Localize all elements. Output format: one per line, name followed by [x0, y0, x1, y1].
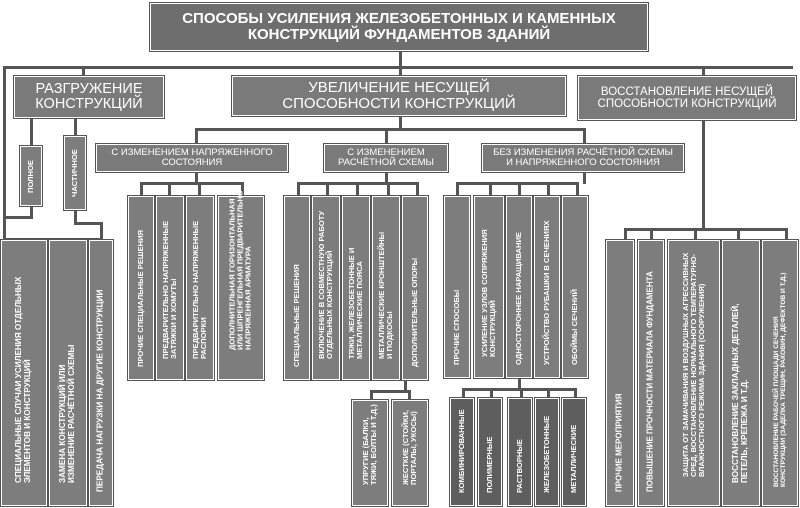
scheme-leaf-belts-l2: МЕТАЛЛИЧЕСКИЕ ПОЯСА [355, 260, 364, 359]
scheme-leaf-joint-l2: ОТДЕЛЬНЫХ КОНСТРУКЦИЙ [325, 250, 334, 359]
material-metal-label: МЕТАЛЛИЧЕСКИЕ [568, 424, 578, 493]
sub-none-line2: И НАПРЯЖЕННОГО СОСТОЯНИЯ [506, 157, 660, 168]
none-leaf-jacket: УСТРОЙСТВО РУБАШКИ В СЕЧЕНИЯХ [533, 195, 561, 379]
material-metal: МЕТАЛЛИЧЕСКИЕ [561, 397, 587, 507]
material-polymer: ПОЛИМЕРНЫЕ [477, 397, 503, 507]
sub-none: БЕЗ ИЗМЕНЕНИЯ РАСЧЁТНОЙ СХЕМЫ И НАПРЯЖЕН… [481, 143, 685, 173]
material-concrete: ЖЕЛЕЗОБЕТОННЫЕ [534, 397, 560, 507]
material-combined: КОМБИНИРОВАННЫЕ [449, 397, 475, 507]
category-restore-line2: СПОСОБНОСТИ КОНСТРУКЦИЙ [597, 98, 777, 110]
unload-partial-label: ЧАСТИЧНОЕ [69, 148, 79, 197]
stress-leaf-rebar-l3: НАПРЯЖЕННАЯ АРМАТУРА [244, 246, 254, 351]
restore-leaf-other-l1: ПРОЧИЕ МЕРОПРИЯТИЯ [614, 393, 624, 493]
restore-leaf-embedded: ВОССТАНОВЛЕНИЕ ЗАКЛАДНЫХ ДЕТАЛЕЙ, ПЕТЕЛЬ… [721, 239, 761, 507]
scheme-leaf-brackets: МЕТАЛЛИЧЕСКИЕ КРОНШТЕЙНЫ И ПОДКОСЫ [371, 195, 401, 381]
sub-stress-line2: СОСТОЯНИЯ [161, 157, 223, 168]
sub-scheme-line2: РАСЧЁТНОЙ СХЕМЫ [338, 157, 434, 168]
unload-leaf-special: СПЕЦИАЛЬНЫЕ СЛУЧАИ УСИЛЕНИЯ ОТДЕЛЬНЫХ ЭЛ… [0, 239, 48, 507]
none-leaf-cages: ОБОЙМЫ СЕЧЕНИЙ [561, 195, 589, 379]
stress-leaf-ties-l2: ЗАТЯЖКИ И ХОМУТЫ [169, 278, 178, 359]
category-unload-line1: РАЗГРУЖЕНИЕ [35, 80, 143, 97]
category-increase: УВЕЛИЧЕНИЕ НЕСУЩЕЙ СПОСОБНОСТИ КОНСТРУКЦ… [231, 75, 567, 117]
stress-leaf-rebar: ДОПОЛНИТЕЛЬНАЯ ГОРИЗОНТАЛЬНАЯ ИЛИ ШПРЕНГ… [217, 191, 265, 381]
scheme-leaf-special: СПЕЦИАЛЬНЫЕ РЕШЕНИЯ [283, 195, 311, 381]
scheme-leaf-belts: ТЯЖИ, ЖЕЛЕЗОБЕТОННЫЕ И МЕТАЛЛИЧЕСКИЕ ПОЯ… [341, 195, 371, 381]
restore-leaf-strength: ПОВЫШЕНИЕ ПРОЧНОСТИ МАТЕРИАЛА ФУНДАМЕНТА [637, 239, 665, 507]
support-elastic: УПРУГИЕ (БАЛКИ, ТЯЖИ, БОЛТЫ И Т.Д.) [351, 399, 389, 507]
unload-leaf-special-l2: ЭЛЕМЕНТОВ И КОНСТРУКЦИЙ [23, 359, 32, 484]
support-elastic-l2: ТЯЖИ, БОЛТЫ И Т.Д.) [369, 403, 378, 485]
stress-leaf-other: ПРОЧИЕ СПЕЦИАЛЬНЫЕ РЕШЕНИЯ [127, 195, 155, 381]
none-leaf-cages-l1: ОБОЙМЫ СЕЧЕНИЙ [569, 288, 579, 365]
sub-stress: С ИЗМЕНЕНИЕМ НАПРЯЖЕННОГО СОСТОЯНИЯ [95, 143, 289, 173]
unload-full-label: ПОЛНОЕ [25, 159, 35, 193]
none-leaf-other-l1: ПРОЧИЕ СПОСОБЫ [451, 289, 461, 365]
restore-leaf-other: ПРОЧИЕ МЕРОПРИЯТИЯ [605, 239, 635, 507]
restore-leaf-section-l2: КОНСТРУКЦИИ (ЗАДЕЛКА ТРЕЩИН, РАКОВИН, ДЕ… [780, 272, 787, 487]
support-rigid-l2: ПОРТАЛЫ, УКОСЫ) [409, 410, 418, 485]
material-mortar: РАСТВОРНЫЕ [507, 397, 533, 507]
material-mortar-label: РАСТВОРНЫЕ [514, 438, 524, 493]
restore-leaf-protection-l3: ВЛАЖНОСТНОГО РЕЖИМА ЗДАНИЯ (СООРУЖЕНИЯ) [696, 283, 706, 478]
category-unload-line2: КОНСТРУКЦИЙ [35, 96, 143, 112]
scheme-leaf-brackets-l2: И ПОДКОСЫ [385, 310, 394, 359]
restore-leaf-section: ВОССТАНОВЛЕНИЕ РАБОЧЕЙ ПЛОЩАДИ СЕЧЕНИЯ К… [761, 239, 799, 507]
category-restore: ВОССТАНОВЛЕНИЕ НЕСУЩЕЙ СПОСОБНОСТИ КОНСТ… [577, 75, 797, 121]
unload-full: ПОЛНОЕ [19, 145, 43, 207]
none-leaf-buildup-l1: ОДНОСТОРОННЕЕ НАРАЩИВАНИЕ [513, 231, 523, 365]
sub-scheme-line1: С ИЗМЕНЕНИЕМ [347, 147, 425, 159]
unload-leaf-transfer: ПЕРЕДАЧА НАГРУЗКИ НА ДРУГИЕ КОНСТРУКЦИИ [88, 239, 114, 507]
unload-leaf-replace: ЗАМЕНА КОНСТРУКЦИЙ ИЛИ ИЗМЕНЕНИЕ РАСЧЁТН… [48, 239, 88, 507]
restore-leaf-section-l1: ВОССТАНОВЛЕНИЕ РАБОЧЕЙ ПЛОЩАДИ СЕЧЕНИЯ [772, 316, 780, 487]
unload-partial: ЧАСТИЧНОЕ [63, 135, 87, 211]
restore-leaf-protection: ЗАЩИТА ОТ ЗАМАЧИВАНИЯ И ВОЗДУШНЫХ АГРЕСС… [667, 239, 721, 507]
scheme-leaf-supports: ДОПОЛНИТЕЛЬНЫЕ ОПОРЫ [401, 195, 429, 381]
none-leaf-other: ПРОЧИЕ СПОСОБЫ [443, 195, 471, 379]
support-rigid: ЖЕСТКИЕ (СТОЙКИ, ПОРТАЛЫ, УКОСЫ) [391, 399, 429, 507]
diagram-title: СПОСОБЫ УСИЛЕНИЯ ЖЕЛЕЗОБЕТОННЫХ И КАМЕНН… [149, 2, 649, 52]
stress-leaf-other-l1: ПРОЧИЕ СПЕЦИАЛЬНЫЕ РЕШЕНИЯ [135, 229, 145, 367]
unload-leaf-transfer-l1: ПЕРЕДАЧА НАГРУЗКИ НА ДРУГИЕ КОНСТРУКЦИИ [95, 289, 105, 493]
stress-leaf-struts-l2: РАСПОРКИ [199, 316, 208, 359]
sub-none-line1: БЕЗ ИЗМЕНЕНИЯ РАСЧЁТНОЙ СХЕМЫ [493, 147, 673, 159]
title-line1: СПОСОБЫ УСИЛЕНИЯ ЖЕЛЕЗОБЕТОННЫХ И КАМЕНН… [182, 10, 616, 28]
material-polymer-label: ПОЛИМЕРНЫЕ [484, 436, 494, 493]
none-leaf-joints-l2: КОНСТРУКЦИЙ [488, 299, 497, 357]
none-leaf-buildup: ОДНОСТОРОННЕЕ НАРАЩИВАНИЕ [505, 195, 533, 379]
restore-leaf-strength-l1: ПОВЫШЕНИЕ ПРОЧНОСТИ МАТЕРИАЛА ФУНДАМЕНТА [645, 271, 655, 493]
unload-leaf-replace-l2: ИЗМЕНЕНИЕ РАСЧЁТНОЙ СХЕМЫ [67, 344, 76, 484]
none-leaf-joints: УСИЛЕНИЕ УЗЛОВ СОПРЯЖЕНИЯ КОНСТРУКЦИЙ [473, 195, 505, 379]
sub-scheme: С ИЗМЕНЕНИЕМ РАСЧЁТНОЙ СХЕМЫ [323, 143, 449, 173]
category-restore-line1: ВОССТАНОВЛЕНИЕ НЕСУЩЕЙ [600, 85, 774, 98]
stress-leaf-struts: ПРЕДВАРИТЕЛЬНО НАПРЯЖЕННЫЕ РАСПОРКИ [185, 195, 215, 381]
stress-leaf-ties: ПРЕДВАРИТЕЛЬНО НАПРЯЖЕННЫЕ ЗАТЯЖКИ И ХОМ… [155, 195, 185, 381]
category-unload: РАЗГРУЖЕНИЕ КОНСТРУКЦИЙ [13, 75, 165, 119]
scheme-leaf-supports-l1: ДОПОЛНИТЕЛЬНЫЕ ОПОРЫ [409, 257, 419, 367]
title-line2: КОНСТРУКЦИЙ ФУНДАМЕНТОВ ЗДАНИЙ [247, 26, 551, 43]
scheme-leaf-special-l1: СПЕЦИАЛЬНЫЕ РЕШЕНИЯ [291, 264, 301, 367]
restore-leaf-embedded-l2: ПЕТЕЛЬ, КРЕПЕЖА И Т.Д. [740, 379, 749, 484]
category-increase-line2: СПОСОБНОСТИ КОНСТРУКЦИЙ [282, 95, 516, 112]
none-leaf-jacket-l1: УСТРОЙСТВО РУБАШКИ В СЕЧЕНИЯХ [541, 220, 551, 365]
material-combined-label: КОМБИНИРОВАННЫЕ [456, 409, 466, 493]
sub-stress-line1: С ИЗМЕНЕНИЕМ НАПРЯЖЕННОГО [111, 147, 273, 159]
category-increase-line1: УВЕЛИЧЕНИЕ НЕСУЩЕЙ [308, 79, 490, 97]
material-concrete-label: ЖЕЛЕЗОБЕТОННЫЕ [541, 415, 551, 493]
scheme-leaf-joint: ВКЛЮЧЕНИЕ В СОВМЕСТНУЮ РАБОТУ ОТДЕЛЬНЫХ … [311, 195, 341, 381]
